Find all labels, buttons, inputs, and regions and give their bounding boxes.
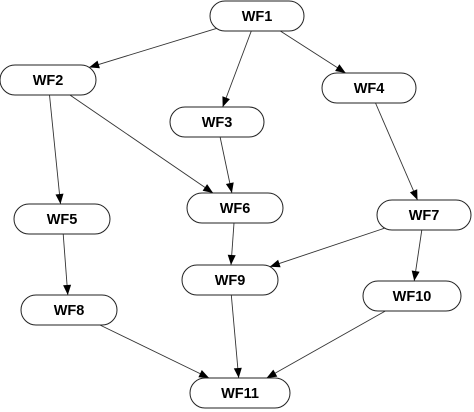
node-wf10: WF10 (362, 280, 462, 312)
edges (49, 27, 423, 379)
edge-wf2-to-wf6 (69, 94, 214, 194)
node-shape (209, 0, 305, 32)
node-wf3: WF3 (169, 106, 265, 138)
node-shape (362, 280, 462, 312)
node-label: WF10 (393, 289, 432, 305)
node-label: WF2 (33, 73, 64, 89)
node-shape (186, 192, 284, 224)
node-wf6: WF6 (186, 192, 284, 224)
node-label: WF1 (242, 9, 273, 25)
edge-wf1-to-wf3 (222, 30, 252, 108)
edge-wf1-to-wf2 (88, 27, 217, 68)
edge-wf4-to-wf7 (375, 102, 418, 201)
node-label: WF5 (47, 212, 78, 228)
node-wf4: WF4 (321, 72, 417, 104)
node-label: WF4 (354, 81, 385, 97)
node-shape (169, 106, 265, 138)
edge-wf9-to-wf11 (230, 294, 240, 379)
node-label: WF8 (54, 303, 85, 319)
arrowhead-wf2-to-wf5 (55, 193, 64, 204)
node-wf7: WF7 (376, 199, 472, 231)
edge-wf7-to-wf9 (269, 227, 385, 268)
node-wf9: WF9 (181, 264, 279, 296)
node-wf1: WF1 (209, 0, 305, 32)
node-label: WF7 (409, 208, 440, 224)
node-wf2: WF2 (0, 64, 97, 96)
arrowhead-wf8-to-wf11 (198, 370, 210, 378)
arrowhead-wf4-to-wf7 (409, 189, 418, 200)
arrowhead-wf9-to-wf11 (233, 367, 242, 378)
edge-wf2-to-wf5 (49, 94, 61, 205)
arrowhead-wf7-to-wf9 (269, 259, 281, 268)
arrowhead-wf1-to-wf3 (222, 96, 230, 107)
node-label: WF9 (215, 273, 246, 289)
edge-wf8-to-wf11 (99, 324, 210, 379)
arrowhead-wf5-to-wf8 (63, 284, 72, 295)
node-wf5: WF5 (13, 203, 111, 235)
edge-wf10-to-wf11 (266, 310, 386, 379)
node-shape (321, 72, 417, 104)
node-label: WF11 (221, 386, 259, 402)
node-shape (20, 294, 118, 326)
arrowhead-wf1-to-wf4 (335, 64, 346, 73)
arrowhead-wf2-to-wf6 (202, 184, 214, 193)
node-label: WF3 (202, 115, 233, 131)
node-wf11: WF11 (189, 377, 291, 409)
node-wf8: WF8 (20, 294, 118, 326)
arrowhead-wf10-to-wf11 (266, 369, 278, 378)
arrowhead-wf7-to-wf10 (411, 270, 420, 281)
edge-wf5-to-wf8 (62, 233, 69, 296)
node-shape (181, 264, 279, 296)
arrowhead-wf3-to-wf6 (225, 182, 234, 193)
node-shape (0, 64, 97, 96)
node-shape (13, 203, 111, 235)
edge-wf1-to-wf4 (280, 30, 346, 74)
node-shape (376, 199, 472, 231)
node-label: WF6 (220, 201, 251, 217)
node-shape (189, 377, 291, 409)
arrowhead-wf6-to-wf9 (227, 254, 236, 265)
arrowhead-wf1-to-wf2 (89, 60, 100, 69)
